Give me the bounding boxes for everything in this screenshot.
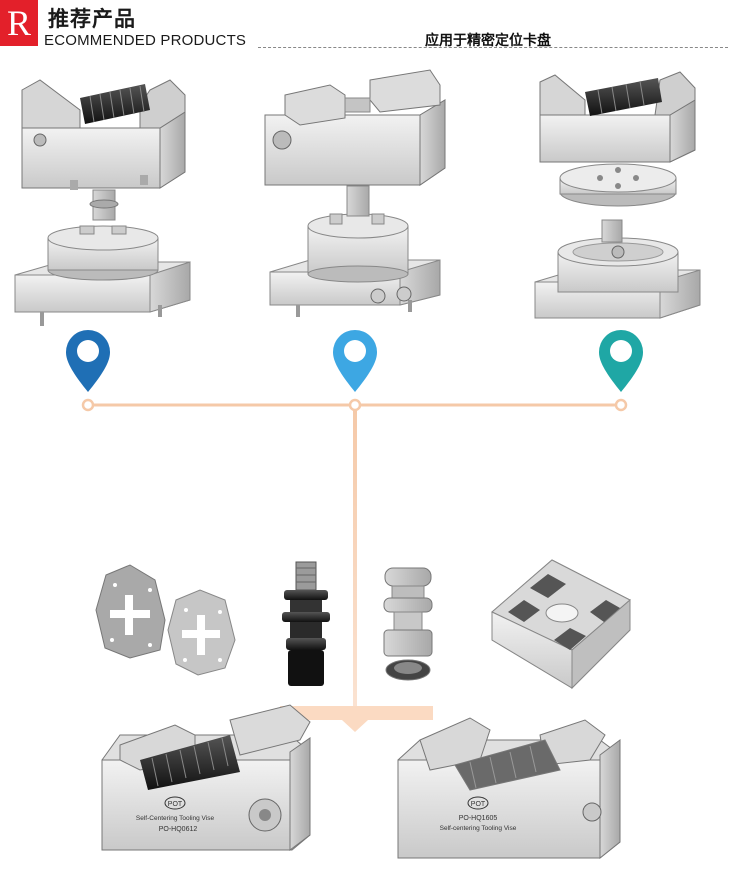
top-product-2 [264, 69, 446, 317]
top-product-3 [534, 71, 701, 319]
section-title-en: ECOMMENDED PRODUCTS [44, 32, 247, 49]
location-pin-2-icon [333, 330, 377, 392]
accessory-square-plate [491, 559, 631, 690]
accessory-plates [95, 564, 236, 676]
accessory-silver-stud [383, 567, 433, 681]
vise-left-model: PO-HQ0612 [159, 826, 198, 833]
vise-left-brand: POT [168, 801, 183, 808]
vise-right: POT PO-HQ1605 Self-centering Tooling Vis… [397, 717, 621, 860]
header-divider [258, 47, 728, 48]
section-subtitle: 应用于精密定位卡盘 [425, 32, 551, 48]
accessory-black-stud [282, 561, 330, 686]
vise-right-model: PO-HQ1605 [459, 815, 498, 822]
section-title-cn: 推荐产品 [48, 8, 136, 31]
section-header: R 推荐产品 ECOMMENDED PRODUCTS 应用于精密定位卡盘 [0, 0, 730, 50]
vise-left-label: Self-Centering Tooling Vise [136, 815, 215, 822]
top-product-1 [14, 79, 191, 326]
connector-lines [81, 398, 628, 732]
r-badge: R [0, 0, 38, 46]
location-pin-1-icon [66, 330, 110, 392]
location-pin-3-icon [599, 330, 643, 392]
vise-right-label: Self-centering Tooling Vise [440, 825, 517, 832]
vise-left: POT Self-Centering Tooling Vise PO-HQ061… [101, 704, 311, 851]
vise-right-brand: POT [471, 801, 486, 808]
